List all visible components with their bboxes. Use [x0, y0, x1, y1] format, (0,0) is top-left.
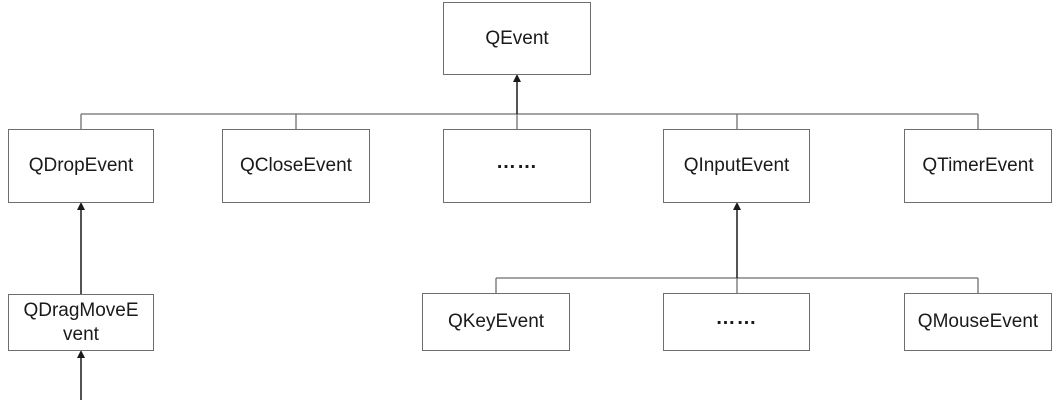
- node-qevent-label: QEvent: [485, 27, 549, 49]
- node-ellipsis-bottom-label: ……: [715, 306, 758, 329]
- node-qdropevent: QDropEvent: [8, 129, 154, 203]
- node-qinputevent: QInputEvent: [663, 129, 810, 203]
- node-qtimerevent-label: QTimerEvent: [922, 155, 1034, 177]
- node-qdropevent-label: QDropEvent: [28, 155, 134, 177]
- node-qtimerevent: QTimerEvent: [904, 129, 1052, 203]
- node-qmouseevent-label: QMouseEvent: [917, 311, 1039, 333]
- node-ellipsis-top-label: ……: [496, 150, 538, 173]
- node-qdragmoveevent: QDragMoveE vent: [8, 294, 154, 351]
- node-qdragmoveevent-label-line1: QDragMoveE: [23, 299, 139, 321]
- node-qinputevent-label: QInputEvent: [683, 155, 790, 177]
- node-qkeyevent: QKeyEvent: [422, 293, 570, 351]
- node-qevent: QEvent: [443, 2, 591, 75]
- node-qdragmoveevent-label-line2: vent: [63, 323, 99, 345]
- node-qcloseevent-label: QCloseEvent: [240, 155, 352, 177]
- node-ellipsis-bottom: ……: [663, 293, 810, 351]
- node-ellipsis-top: ……: [443, 129, 591, 203]
- node-qcloseevent: QCloseEvent: [222, 129, 370, 203]
- node-qkeyevent-label: QKeyEvent: [447, 311, 545, 333]
- node-qmouseevent: QMouseEvent: [904, 293, 1052, 351]
